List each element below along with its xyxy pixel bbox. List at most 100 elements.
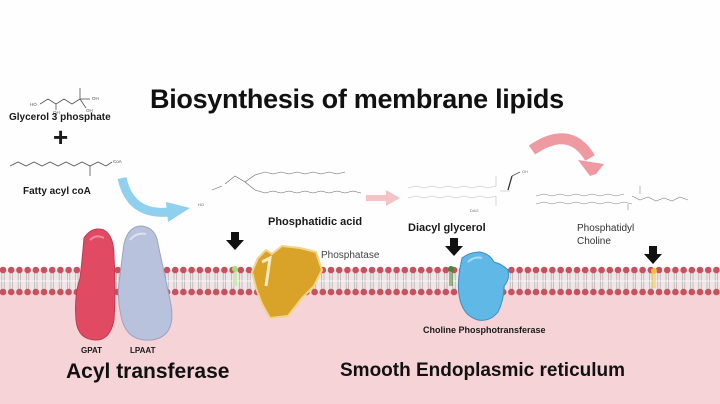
lipid-head	[212, 288, 220, 296]
lipid-head	[393, 288, 400, 296]
choline-phosphotransferase-label: Choline Phosphotransferase	[423, 325, 546, 335]
lipid-head	[434, 288, 441, 296]
lipid-head	[590, 288, 597, 296]
lipid-head	[360, 266, 368, 274]
lipid-head	[631, 288, 638, 296]
lipid-head	[188, 266, 195, 274]
oh-group-text: OH	[86, 108, 93, 113]
lpaat-enzyme	[117, 225, 173, 341]
lipid-head	[565, 266, 573, 274]
lipid-head	[573, 288, 581, 296]
lipid-head	[598, 266, 605, 274]
lipid-head	[327, 266, 335, 274]
lipid-head	[639, 266, 646, 274]
dag-hydroxyl-bond	[511, 171, 521, 177]
fatty-acyl-coa-structure	[9, 161, 113, 176]
lipid-head	[655, 288, 663, 296]
lipid-head	[713, 288, 720, 296]
lipid-head	[540, 266, 548, 274]
lipid-head	[426, 288, 433, 296]
lipid-head	[606, 288, 614, 296]
gpat-enzyme	[75, 228, 116, 341]
lipid-head	[57, 288, 64, 296]
acyl-transferase-label: Acyl transferase	[66, 360, 230, 383]
lipid-head	[672, 288, 679, 296]
lipid-head	[171, 288, 179, 296]
lipid-head	[417, 266, 425, 274]
phosphatase-label: Phosphatase	[321, 250, 380, 261]
lipid-head	[524, 266, 532, 274]
lipid-head	[311, 288, 318, 296]
lipid-head	[65, 266, 72, 274]
down-arrow-icon-dag	[445, 238, 463, 256]
lipid-head	[7, 288, 15, 296]
lipid-head	[344, 288, 351, 296]
choline-phosphotransferase-enzyme	[457, 251, 509, 321]
diacyl-glycerol-structure	[407, 176, 510, 206]
lipid-head	[426, 266, 433, 274]
lipid-head	[417, 288, 425, 296]
lipid-head	[48, 288, 56, 296]
lipid-head	[409, 288, 417, 296]
lipid-head	[229, 288, 236, 296]
gpat-highlight	[89, 235, 105, 241]
lipid-head	[368, 288, 376, 296]
lipid-head	[65, 288, 72, 296]
lipid-head	[409, 266, 417, 274]
lipid-head	[385, 288, 392, 296]
lipid-head	[549, 266, 556, 274]
lipid-head	[663, 266, 671, 274]
down-arrow-icon-pa	[226, 232, 244, 250]
lipid-head	[245, 288, 253, 296]
lipid-head	[565, 288, 573, 296]
lipid-head	[73, 266, 81, 274]
lipid-head	[24, 288, 31, 296]
lipid-head	[212, 266, 220, 274]
lipid-head	[442, 288, 450, 296]
lipid-head	[335, 266, 343, 274]
pink-straight-arrow	[366, 190, 400, 206]
diagram-title: Biosynthesis of membrane lipids	[150, 84, 564, 114]
lipid-head	[327, 288, 335, 296]
lipid-head	[188, 288, 195, 296]
lipid-head	[32, 266, 40, 274]
lipid-head	[557, 266, 564, 274]
lipid-head	[319, 288, 327, 296]
lipid-head	[713, 266, 720, 274]
lipid-head	[590, 266, 597, 274]
lipid-head	[368, 266, 376, 274]
lipid-head	[663, 288, 671, 296]
ho-group-text: HO	[198, 202, 204, 207]
lipid-head	[16, 266, 23, 274]
lipid-head	[40, 266, 48, 274]
lipid-head	[524, 288, 532, 296]
lipid-head	[401, 288, 409, 296]
lipid-head	[606, 266, 614, 274]
lipid-head	[32, 288, 40, 296]
lipid-head	[401, 266, 409, 274]
lipid-head	[57, 266, 64, 274]
pink-arrowhead	[578, 160, 604, 176]
lipid-head	[237, 266, 245, 274]
lipid-head	[221, 266, 228, 274]
lipid-head	[180, 288, 187, 296]
lipid-head	[0, 266, 7, 274]
lipid-head	[672, 266, 679, 274]
lipid-head	[24, 266, 31, 274]
lipid-head	[196, 288, 204, 296]
lipid-head	[614, 288, 622, 296]
lipid-head	[196, 266, 204, 274]
phosphatidyl-choline-structure	[535, 186, 689, 210]
lipid-marker-pa	[232, 266, 238, 286]
lipid-head	[48, 266, 56, 274]
lipid-marker-dag	[448, 266, 454, 286]
down-arrow-icon-pc	[644, 246, 662, 264]
lipid-head	[508, 266, 515, 274]
lipid-head	[647, 288, 655, 296]
lipid-head	[40, 288, 48, 296]
lipid-head	[171, 266, 179, 274]
lipid-head	[508, 288, 515, 296]
blue-arrowhead	[166, 202, 190, 222]
lipid-head	[180, 266, 187, 274]
down-arrow-icons	[226, 232, 662, 264]
